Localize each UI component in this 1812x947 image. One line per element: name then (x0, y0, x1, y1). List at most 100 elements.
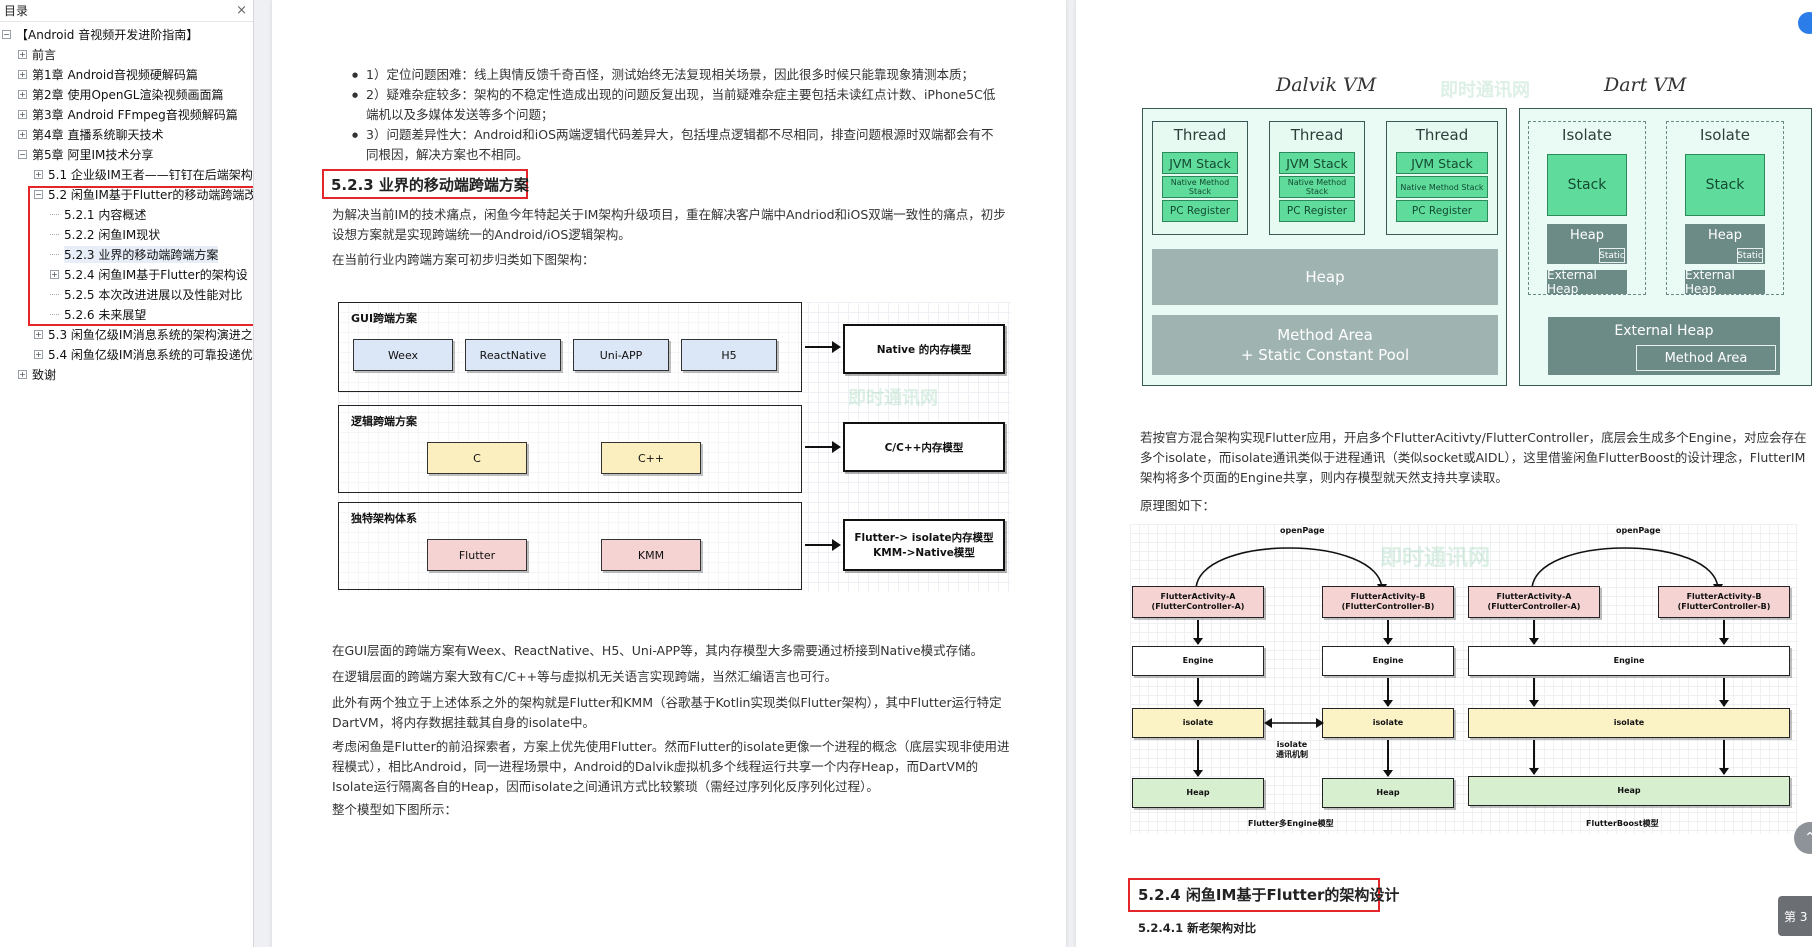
toc-item[interactable]: + 第1章 Android音视频硬解码篇 (0, 64, 253, 84)
close-icon[interactable]: × (236, 3, 247, 18)
toc-item-label: 5.4 闲鱼亿级IM消息系统的可靠投递优 (48, 347, 253, 362)
toc-item[interactable]: + 第4章 直播系统聊天技术 (0, 124, 253, 144)
tree-connector (50, 293, 59, 295)
heap-label: Heap (1305, 268, 1345, 286)
controller-label: (FlutterController-B) (1341, 602, 1435, 611)
pc-register: PC Register (1396, 200, 1488, 222)
native-stack: Native Method Stack (1279, 176, 1355, 198)
arrow (1194, 620, 1202, 645)
collapse-icon[interactable]: − (34, 189, 43, 199)
toc-item[interactable]: + 第2章 使用OpenGL渲染视频画面篇 (0, 84, 253, 104)
expand-icon[interactable]: + (34, 329, 43, 339)
dalvik-title: Dalvik VM (1276, 74, 1377, 96)
tree-connector (50, 253, 59, 255)
watermark: 即时通讯网 (1380, 546, 1491, 571)
paragraph: 考虑闲鱼是Flutter的前沿探索者，方案上优先使用Flutter。然而Flut… (332, 739, 1010, 794)
toc-item[interactable]: −【Android 音视频开发进阶指南】 (0, 24, 253, 44)
heading-highlight-box (1128, 878, 1380, 912)
jvm-stack: JVM Stack (1162, 152, 1238, 174)
arrow (1720, 740, 1728, 775)
shared-heap-box: Heap (1468, 776, 1790, 806)
isolate-column: Isolate Stack Heap Static External Heap (1528, 121, 1646, 296)
sub-heading: 5.2.4.1 新老架构对比 (1138, 921, 1257, 935)
arrow (1194, 740, 1202, 777)
stack-box: Stack (1547, 154, 1627, 216)
expand-icon[interactable]: + (18, 89, 27, 99)
toc-item[interactable]: +5.3 闲鱼亿级IM消息系统的架构演进之 (0, 324, 253, 344)
toc-item[interactable]: + 第3章 Android FFmpeg音视频解码篇 (0, 104, 253, 124)
paragraph: 在GUI层面的跨端方案有Weex、ReactNative、H5、Uni-APP等… (332, 643, 984, 658)
expand-icon[interactable]: + (50, 269, 59, 279)
expand-icon[interactable]: + (18, 69, 27, 79)
toc-item-label: 5.2.1 内容概述 (64, 207, 147, 222)
toc-item-label: 前言 (32, 47, 57, 62)
static-box: Static (1599, 248, 1625, 263)
activity-label: FlutterActivity-A (1160, 592, 1236, 601)
expand-icon[interactable]: + (18, 129, 27, 139)
activity-label: FlutterActivity-A (1496, 592, 1572, 601)
expand-icon[interactable]: + (34, 349, 43, 359)
section-heading: 5.2.4 闲鱼IM基于Flutter的架构设计 (1138, 886, 1400, 904)
watermark: 即时通讯网 (1440, 80, 1530, 101)
native-stack: Native Method Stack (1396, 176, 1488, 198)
isolate-label: Isolate (1562, 126, 1612, 144)
isolate-comm-label: isolate 通讯机制 (1276, 740, 1308, 760)
static-box: Static (1737, 248, 1763, 263)
target-line: KMM->Native模型 (873, 547, 975, 559)
isolate-comm-arrow (1264, 718, 1324, 728)
chip-c: C (427, 442, 527, 474)
controller-label: (FlutterController-A) (1487, 602, 1581, 611)
toc-item[interactable]: +5.2.4 闲鱼IM基于Flutter的架构设 (0, 264, 253, 284)
paragraph: 原理图如下： (1140, 498, 1216, 513)
dart-method-area: Method Area (1636, 345, 1776, 371)
thread-column: Thread JVM Stack Native Method Stack PC … (1269, 121, 1365, 235)
toc-item[interactable]: 5.2.1 内容概述 (0, 204, 253, 224)
stack-box: Stack (1685, 154, 1765, 216)
collapse-icon[interactable]: − (18, 149, 27, 159)
arrow (1720, 620, 1728, 645)
toc-item[interactable]: 5.2.5 本次改进进展以及性能对比 (0, 284, 253, 304)
toc-item-label: 第4章 直播系统聊天技术 (32, 127, 164, 142)
toc-item-label: 第2章 使用OpenGL渲染视频画面篇 (32, 87, 224, 102)
toc-item-label: 第3章 Android FFmpeg音视频解码篇 (32, 107, 238, 122)
bullet-item: 2）疑难杂症较多：架构的不稳定性造成出现的问题反复出现，当前疑难杂症主要包括未读… (352, 85, 1006, 125)
toc-item[interactable]: 5.2.6 未来展望 (0, 304, 253, 324)
toc-item[interactable]: −第5章 阿里IM技术分享 (0, 144, 253, 164)
chip-weex: Weex (353, 339, 453, 371)
arrow (1384, 678, 1392, 707)
diagram-caption: Flutter多Engine模型 (1248, 819, 1334, 828)
diagram-group: GUI跨端方案 Weex ReactNative Uni-APP H5 (338, 302, 802, 392)
scroll-up-button[interactable]: ⌃ (1794, 822, 1812, 854)
jvm-stack: JVM Stack (1396, 152, 1488, 174)
assistant-icon[interactable] (1798, 12, 1812, 34)
toc-item[interactable]: +5.1 企业级IM王者——钉钉在后端架构 (0, 164, 253, 184)
expand-icon[interactable]: + (18, 109, 27, 119)
toc-item-label: 5.2.4 闲鱼IM基于Flutter的架构设 (64, 267, 248, 282)
toc-item[interactable]: + 致谢 (0, 364, 253, 384)
toc-item[interactable]: 5.2.2 闲鱼IM现状 (0, 224, 253, 244)
expand-icon[interactable]: + (34, 169, 43, 179)
toc-item-label: 第1章 Android音视频硬解码篇 (32, 67, 198, 82)
toc-item[interactable]: +5.4 闲鱼亿级IM消息系统的可靠投递优 (0, 344, 253, 364)
collapse-icon[interactable]: − (2, 29, 11, 39)
expand-icon[interactable]: + (18, 369, 27, 379)
target-c-memory: C/C++内存模型 (843, 422, 1005, 472)
toc-item[interactable]: 5.2.3 业界的移动端跨端方案 (0, 244, 253, 264)
comm-line: 通讯机制 (1276, 750, 1308, 759)
chip-cpp: C++ (601, 442, 701, 474)
expand-icon[interactable]: + (18, 49, 27, 59)
heap-box: Heap (1132, 778, 1264, 808)
toc-item-label: 【Android 音视频开发进阶指南】 (16, 27, 199, 42)
arrow (1384, 740, 1392, 777)
activity-b: FlutterActivity-B (FlutterController-B) (1322, 586, 1454, 618)
toc-item[interactable]: + 前言 (0, 44, 253, 64)
tree-connector (50, 233, 59, 235)
heap-area: Heap (1152, 249, 1498, 305)
shared-isolate-box: isolate (1468, 708, 1790, 738)
paragraph: 为解决当前IM的技术痛点，闲鱼今年特起关于IM架构升级项目，重在解决客户端中An… (332, 207, 1006, 242)
toc-item[interactable]: −5.2 闲鱼IM基于Flutter的移动端跨端改 (0, 184, 253, 204)
toc-item-label: 致谢 (32, 367, 57, 382)
thread-label: Thread (1415, 126, 1469, 144)
chip-kmm: KMM (601, 539, 701, 571)
chip-h5: H5 (681, 339, 777, 371)
